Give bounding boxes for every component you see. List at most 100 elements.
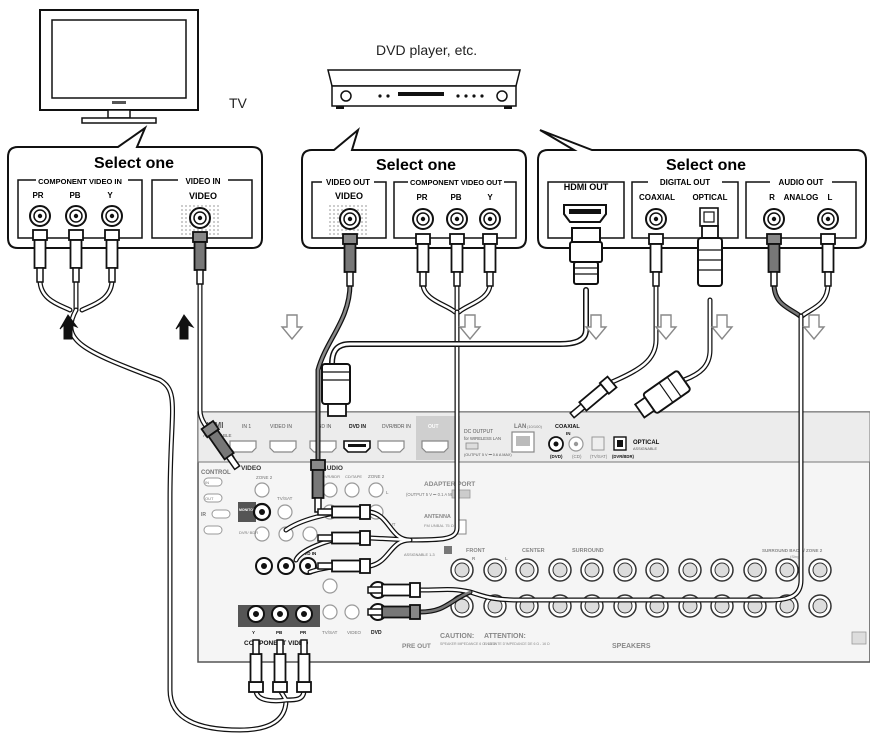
receiver-lan-spec: (10/100) bbox=[527, 424, 543, 429]
tv-video-jack[interactable] bbox=[189, 207, 211, 229]
receiver-center-label: CENTER bbox=[522, 548, 545, 554]
dvd-digital-out-label: DIGITAL OUT bbox=[660, 178, 710, 187]
receiver-surround-label: SURROUND bbox=[572, 548, 604, 554]
tv-label: TV bbox=[229, 95, 248, 111]
receiver-control-out-label: OUT bbox=[205, 496, 214, 501]
dvd-audio-l-label: L bbox=[828, 193, 833, 202]
receiver-adapter-port-label: ADAPTER PORT bbox=[424, 481, 475, 488]
receiver-cd-paren-label: (CD) bbox=[572, 454, 582, 459]
receiver-attention-text: ENCEINTE D'IMPEDANCE DE 6 Ω - 16 Ω bbox=[484, 642, 550, 646]
receiver-audio-section-label: AUDIO bbox=[322, 465, 343, 472]
dvd-coaxial-jack[interactable] bbox=[645, 208, 667, 230]
dvd-pr-jack[interactable] bbox=[412, 208, 434, 230]
plugs bbox=[32, 225, 836, 693]
receiver-coaxial-label: COAXIAL bbox=[555, 424, 580, 430]
receiver-antenna-label: ANTENNA bbox=[424, 514, 451, 520]
dvd-pr-label: PR bbox=[416, 193, 427, 202]
receiver-optical-label: OPTICAL bbox=[633, 440, 660, 446]
receiver-zone2-l-label: L bbox=[386, 490, 389, 495]
dvd-pb-jack[interactable] bbox=[446, 208, 468, 230]
receiver-tv-sat-video-label: TV/SAT bbox=[277, 496, 293, 501]
coaxial-down-arrow bbox=[655, 314, 677, 340]
receiver-video-in-label: VIDEO IN bbox=[270, 424, 292, 430]
tv-component-video-in-label: COMPONENT VIDEO IN bbox=[38, 177, 122, 186]
dvd-video-select-one: Select one bbox=[376, 157, 456, 174]
receiver-wireless-lan-label: for WIRELESS LAN bbox=[464, 436, 501, 441]
analog-down-arrow bbox=[803, 314, 825, 340]
receiver-front-l-label: L bbox=[505, 556, 508, 561]
tv-select-one: Select one bbox=[94, 155, 174, 172]
receiver-speakers-label: SPEAKERS bbox=[612, 643, 651, 650]
receiver-dvr-bdr-paren-label: (DVR/BDR) bbox=[612, 454, 634, 459]
tv-y-jack[interactable] bbox=[101, 205, 123, 227]
receiver-audio-dvd-label: DVD bbox=[371, 630, 382, 636]
receiver-dc-output-label: DC OUTPUT bbox=[464, 429, 493, 435]
tv-video-in-label: VIDEO IN bbox=[185, 177, 220, 186]
receiver-video-section-label: VIDEO bbox=[241, 465, 261, 472]
dvd-video-label: VIDEO bbox=[335, 191, 363, 201]
dvd-coaxial-label: COAXIAL bbox=[639, 193, 675, 202]
dvd-audio-r-label: R bbox=[769, 193, 775, 202]
dvd-video-out-label: VIDEO OUT bbox=[326, 178, 370, 187]
dvd-y-jack[interactable] bbox=[479, 208, 501, 230]
dvd-video-output-panel: Select one VIDEO OUT VIDEO COMPONENT VID… bbox=[301, 127, 527, 249]
receiver-comp-y-label: Y bbox=[252, 630, 255, 635]
optical-down-arrow bbox=[711, 314, 733, 340]
tv-device: TV bbox=[39, 9, 248, 124]
dvd-video-jack[interactable] bbox=[339, 208, 361, 230]
receiver-pre-out-label: PRE OUT bbox=[402, 643, 431, 650]
receiver-comp-pr-label: PR bbox=[300, 630, 307, 635]
receiver-audio-tv-sat-label: TV/SAT bbox=[322, 630, 338, 635]
receiver-assignable-1-3-label: ASSIGNABLE 1-3 bbox=[404, 553, 435, 557]
receiver-dvd-in-video-label: DVD IN bbox=[301, 551, 316, 556]
dvd-player-device: DVD player, etc. bbox=[327, 42, 521, 109]
dvd-player-label: DVD player, etc. bbox=[376, 42, 477, 58]
receiver-single-label: (Single) bbox=[790, 554, 804, 559]
cables bbox=[37, 277, 831, 733]
receiver-ir-label: IR bbox=[201, 512, 206, 518]
receiver-surround-back-label: SURROUND BACK / ZONE 2 bbox=[762, 548, 823, 553]
receiver-attention-label: ATTENTION: bbox=[484, 633, 526, 640]
dvd-audio-output-panel: Select one HDMI OUT DIGITAL OUT COAXIAL … bbox=[537, 129, 867, 249]
dvd-analog-label: ANALOG bbox=[784, 193, 819, 202]
tv-pb-jack[interactable] bbox=[65, 205, 87, 227]
receiver-dvr-bdr-in-label: DVR/BDR IN bbox=[382, 424, 411, 430]
tv-video-up-arrow bbox=[175, 314, 194, 340]
receiver-monitor-out-label: MONITOR OUT bbox=[239, 508, 265, 512]
receiver-front-label: FRONT bbox=[466, 548, 486, 554]
receiver-front-r-label: R bbox=[472, 556, 476, 561]
dvd-component-video-out-label: COMPONENT VIDEO OUT bbox=[410, 178, 503, 187]
tv-y-label: Y bbox=[107, 191, 113, 200]
coaxial-cable bbox=[609, 281, 659, 385]
dvd-audio-out-label: AUDIO OUT bbox=[779, 178, 824, 187]
receiver-caution-text: SPEAKER IMPEDANCE 6 Ω - 16 Ω bbox=[440, 642, 496, 646]
receiver-fm-unbal-label: FM UNBAL 75 Ω bbox=[424, 523, 454, 528]
dvd-audio-l-jack[interactable] bbox=[817, 208, 839, 230]
receiver-tv-sat-paren-label: (TV/SAT) bbox=[590, 454, 608, 459]
receiver-coaxial-in-label: IN bbox=[566, 431, 571, 436]
tv-pb-label: PB bbox=[69, 191, 80, 200]
receiver-caution-label: CAUTION: bbox=[440, 633, 474, 640]
receiver-adapter-spec: (OUTPUT 5 V ⎓ 0.1 A MAX) bbox=[406, 492, 459, 497]
optical-cable bbox=[681, 297, 713, 383]
receiver-in1-label: IN 1 bbox=[242, 424, 251, 430]
dvd-y-label: Y bbox=[487, 193, 493, 202]
receiver-dc-output-spec: (OUTPUT 5 V ⎓ 0.6 A MAX) bbox=[464, 453, 512, 457]
receiver-control-label: CONTROL bbox=[201, 470, 231, 476]
tv-video-label: VIDEO bbox=[189, 191, 217, 201]
dvd-optical-label: OPTICAL bbox=[692, 193, 727, 202]
receiver-dvd-paren-label: (DVD) bbox=[550, 454, 563, 459]
receiver-component-video-label: COMPONENT VIDEO bbox=[244, 640, 308, 647]
dvd-hdmi-out-label: HDMI OUT bbox=[564, 182, 609, 192]
dvd-audio-select-one: Select one bbox=[666, 157, 746, 174]
receiver-rear-panel: HDMI ASSIGNABLE IN 1 VIDEO IN BD IN DVD … bbox=[197, 411, 870, 663]
dvd-video-down-arrow bbox=[281, 314, 303, 340]
receiver-comp-pb-label: PB bbox=[276, 630, 283, 635]
dvd-pb-label: PB bbox=[450, 193, 461, 202]
receiver-audio-dvr-bdr-label: DVR/BDR bbox=[322, 474, 340, 479]
dvd-audio-r-jack[interactable] bbox=[763, 208, 785, 230]
tv-pr-jack[interactable] bbox=[29, 205, 51, 227]
receiver-bd-in-label: BD IN bbox=[318, 424, 332, 430]
analog-audio-cable bbox=[417, 281, 831, 615]
